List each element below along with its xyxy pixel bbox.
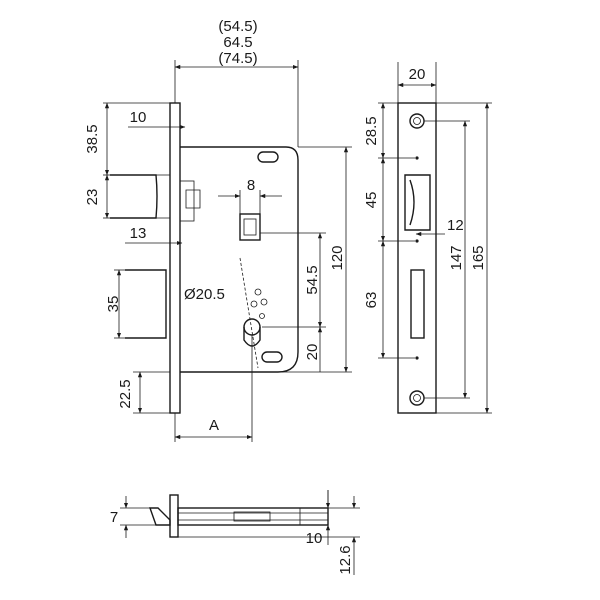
side-total-label: 12.6 <box>337 545 354 574</box>
side-view: 7 10 12.6 <box>110 490 360 575</box>
faceplate-screw-bottom <box>409 390 425 406</box>
faceplate <box>397 102 437 414</box>
deadbolt <box>125 269 167 339</box>
case-slot-bottom <box>261 351 283 363</box>
side-latch <box>149 507 171 526</box>
backset-max-label: (74.5) <box>218 50 257 67</box>
a-label: A <box>209 417 219 434</box>
cylinder-bottom-label: 20 <box>304 344 321 361</box>
latch-bolt <box>110 174 158 219</box>
lock-case <box>180 146 299 373</box>
spindle-label: 8 <box>247 177 255 194</box>
spindle-hub <box>239 213 261 241</box>
deadbolt-height-label: 35 <box>105 296 122 313</box>
bottom-offset-label: 22.5 <box>117 379 134 408</box>
faceplate-latch-opening <box>404 174 431 231</box>
case-slot-top <box>257 151 279 163</box>
center-distance-label: 54.5 <box>304 265 321 294</box>
case-height-label: 120 <box>329 245 346 270</box>
deadbolt-offset-label: 13 <box>130 225 147 242</box>
backset-min-label: (54.5) <box>218 18 257 35</box>
faceplate-bolt-opening <box>410 269 425 339</box>
fp-bolt-label: 63 <box>363 292 380 309</box>
side-case <box>177 507 329 526</box>
side-case-label: 10 <box>306 530 323 547</box>
faceplate-screw-top <box>409 113 425 129</box>
latch-height-label: 23 <box>84 189 101 206</box>
faceplate-view: 20 28.5 45 63 12 147 165 <box>363 62 492 414</box>
latch-offset-label: 10 <box>130 109 147 126</box>
fp-top-label: 28.5 <box>363 116 380 145</box>
latch-top-label: 38.5 <box>84 124 101 153</box>
front-view: (54.5) 64.5 (74.5) 10 38.5 23 8 13 35 Ø2… <box>84 18 352 442</box>
fp-screw-distance-label: 147 <box>448 245 465 270</box>
side-forend <box>169 494 179 538</box>
backset-mid-label: 64.5 <box>223 34 252 51</box>
fp-latch-label: 45 <box>363 192 380 209</box>
forend-plate <box>169 102 181 414</box>
fp-latch-depth-label: 12 <box>447 217 464 234</box>
fp-total-label: 165 <box>470 245 487 270</box>
faceplate-width-label: 20 <box>409 66 426 83</box>
cylinder-diameter-label: Ø20.5 <box>184 286 225 303</box>
side-thickness-label: 7 <box>110 509 118 526</box>
